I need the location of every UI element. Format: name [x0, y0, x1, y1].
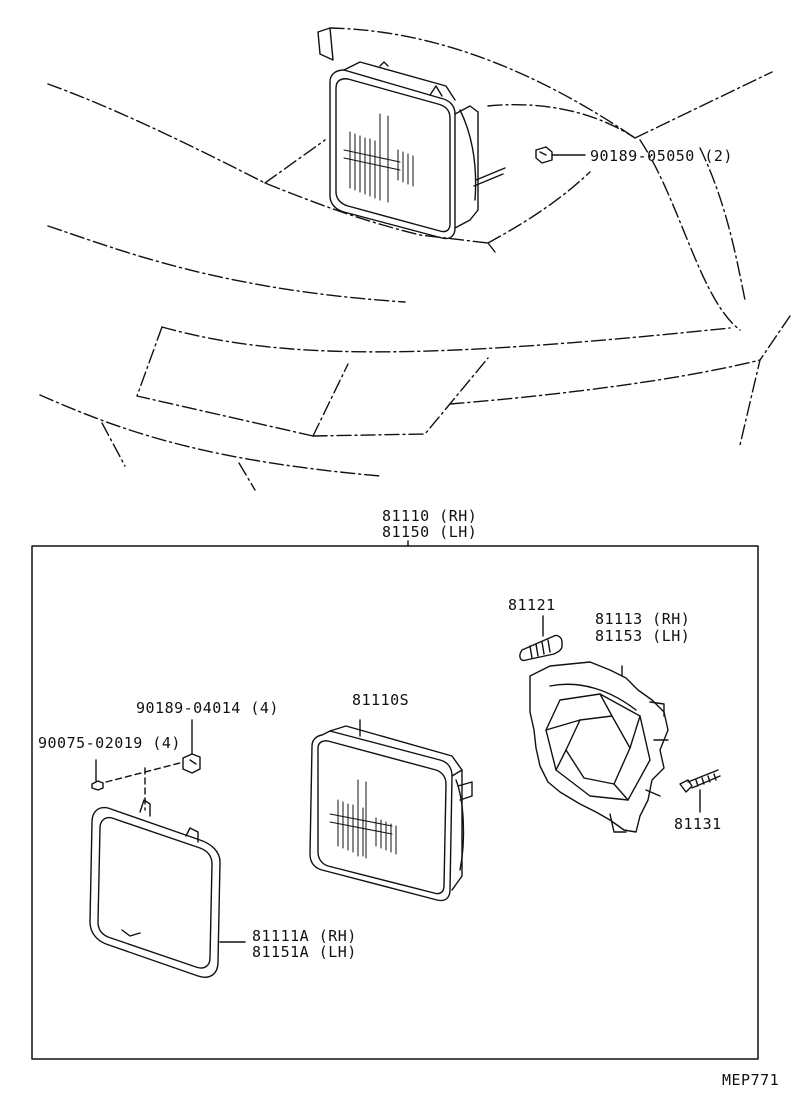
installed-headlamp-icon — [317, 27, 506, 240]
label-assembly-rh: 81110 (RH) — [382, 507, 478, 525]
screw-icon — [91, 759, 104, 791]
label-ring-rh: 81111A (RH) — [252, 927, 357, 945]
adjusting-screw-icon — [679, 769, 721, 813]
clip-bottom-icon — [182, 719, 201, 774]
figure-code: MEP771 — [722, 1071, 780, 1089]
label-socket: 81121 — [508, 596, 556, 614]
label-housing-rh: 81113 (RH) — [595, 610, 691, 628]
label-clip-bottom: 90189-04014 (4) — [136, 699, 279, 717]
label-screw: 90075-02019 (4) — [38, 734, 181, 752]
label-housing-lh: 81153 (LH) — [595, 627, 691, 645]
clip-top-icon — [535, 146, 586, 164]
bulb-socket-icon — [519, 615, 563, 662]
headlamp-housing-icon — [529, 661, 669, 833]
assembly-frame — [31, 545, 759, 1060]
label-adjusting-screw: 81131 — [674, 815, 722, 833]
vehicle-body-outline — [39, 27, 791, 491]
label-assembly-lh: 81150 (LH) — [382, 523, 478, 541]
label-sealed-beam: 81110S — [352, 691, 410, 709]
sealed-beam-headlamp-icon — [309, 719, 473, 902]
retaining-ring-icon — [89, 799, 246, 978]
label-ring-lh: 81151A (LH) — [252, 943, 357, 961]
label-clip-top: 90189-05050 (2) — [590, 147, 733, 165]
